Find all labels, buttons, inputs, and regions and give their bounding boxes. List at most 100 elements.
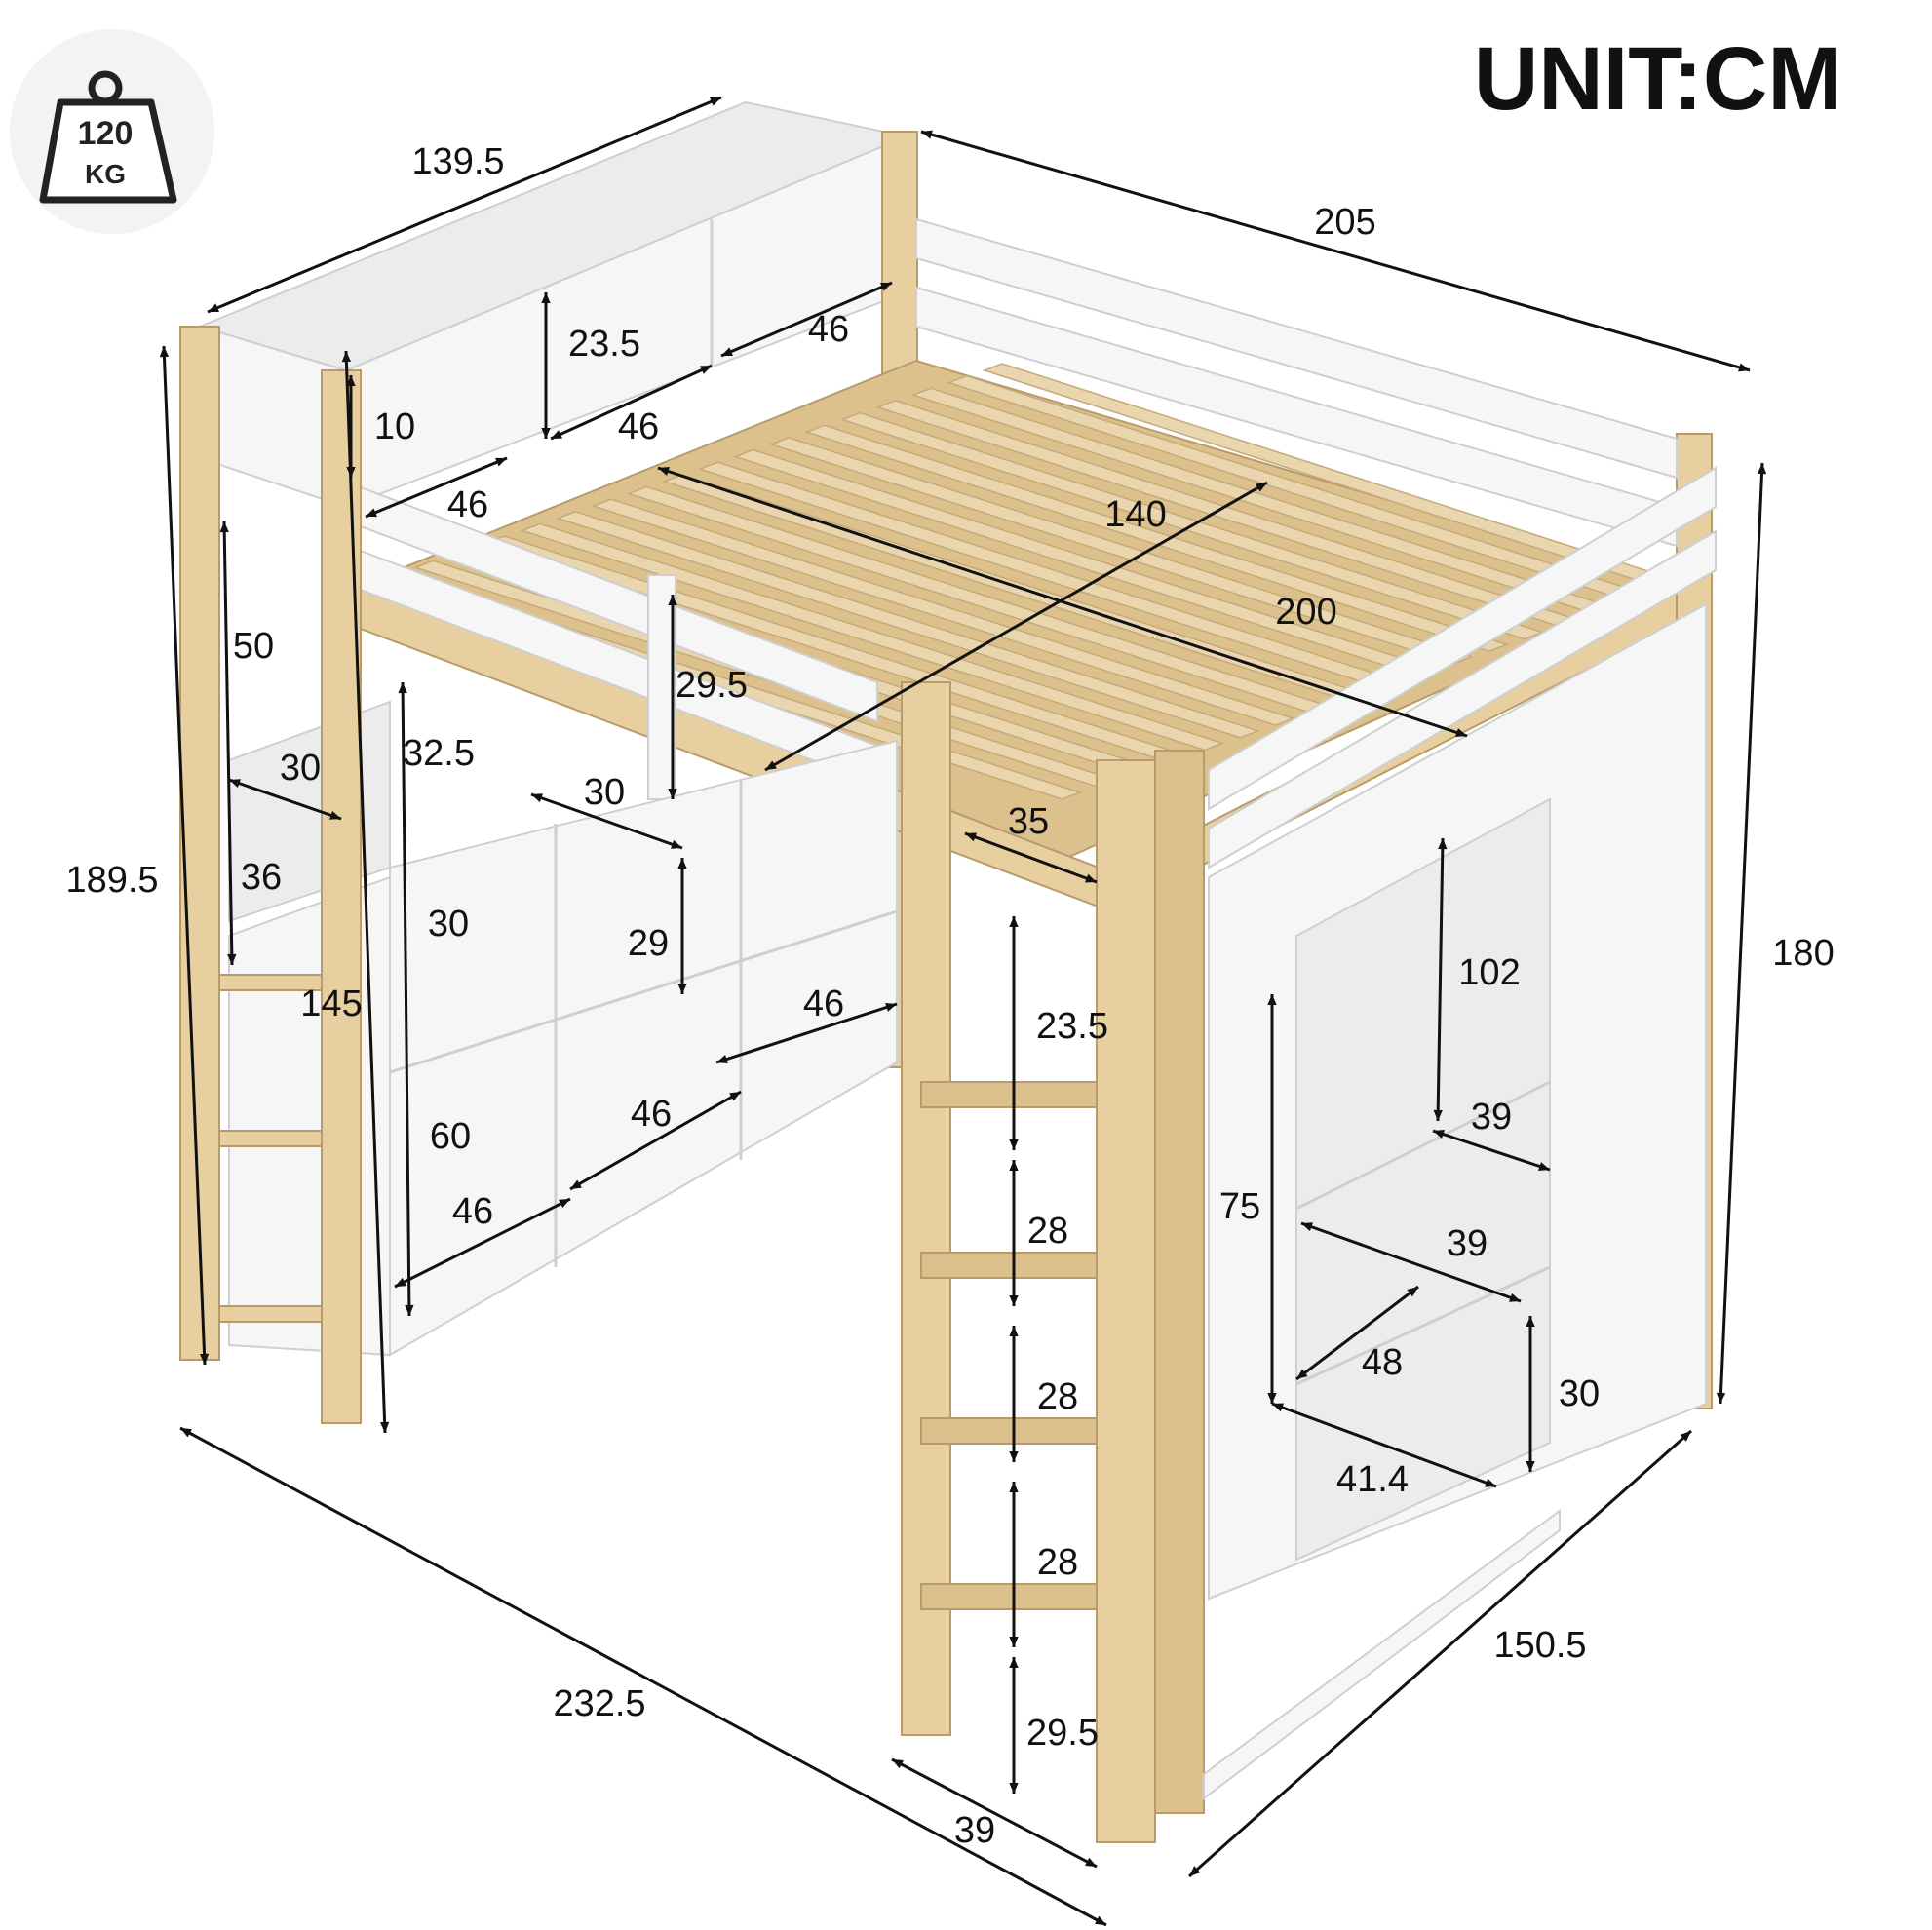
bed-slat (804, 424, 1509, 653)
dimension-arrowhead (700, 366, 712, 374)
dimension-line (920, 130, 1751, 372)
dimension-arrowhead (1095, 1915, 1106, 1925)
dim-mattress-width: 140 (1104, 494, 1166, 535)
dimension-arrowhead (1009, 1450, 1019, 1462)
dimension-arrowhead (729, 1092, 741, 1101)
dimension-arrowhead (1267, 994, 1277, 1006)
dimension-line (720, 281, 893, 358)
dimension-line (764, 481, 1268, 772)
post-front-right (1096, 759, 1156, 1843)
dimension-arrowhead (398, 682, 407, 694)
dimension-arrowhead (716, 1055, 728, 1064)
side-rung-3 (218, 1305, 323, 1323)
dimension-arrowhead (885, 1002, 897, 1012)
dimension-arrowhead (671, 839, 682, 849)
dimension-line (657, 466, 1468, 738)
dim-shelf-width-top-3: 46 (447, 484, 488, 525)
dimension-arrowhead (1009, 1139, 1019, 1150)
dimension-arrowhead (1296, 1369, 1308, 1379)
dimension-arrowhead (159, 346, 170, 358)
dim-cube-width-1: 46 (803, 984, 844, 1024)
dimension-arrowhead (346, 466, 356, 478)
dimension-arrowhead (229, 779, 241, 789)
bed-illustration (179, 100, 1717, 1843)
dim-shelf-height-mid: 30 (428, 904, 469, 945)
dimension-line (569, 1090, 742, 1191)
dimension-line (1719, 462, 1764, 1405)
dimension-arrowhead (199, 1353, 210, 1365)
dim-overall-width: 150.5 (1493, 1625, 1586, 1666)
bed-slat (520, 522, 1225, 752)
dimension-arrowhead (1085, 873, 1097, 883)
dimension-arrowhead (965, 832, 977, 842)
dimension-line (1432, 1129, 1551, 1172)
dimension-line (162, 345, 207, 1366)
dimension-arrowhead (721, 347, 733, 356)
dim-shelf-gap-left: 32.5 (403, 733, 475, 774)
dimension-arrowhead (1433, 1109, 1443, 1121)
post-front-left-inner (321, 369, 362, 1424)
dimension-line (228, 778, 342, 821)
dim-desk-depth: 48 (1362, 1342, 1403, 1383)
dimension-arrowhead (1680, 1431, 1691, 1442)
bed-slat (556, 510, 1260, 739)
dim-guard-rail: 29.5 (676, 665, 748, 706)
weight-unit: KG (85, 159, 126, 189)
dimension-arrowhead (1301, 1222, 1313, 1232)
dimension-line (1188, 1429, 1692, 1878)
dimension-arrowhead (341, 351, 352, 363)
dim-top-shelf-width: 139.5 (411, 141, 504, 182)
dimension-line (1300, 1221, 1522, 1303)
right-rail-1 (1208, 466, 1717, 811)
right-rail-2 (1208, 529, 1717, 869)
dimension-labels: 139.5 205 23.5 46 10 46 46 140 200 50 29… (65, 141, 1834, 1851)
dimension-arrowhead (495, 457, 507, 467)
dimension-arrowhead (1407, 1287, 1418, 1297)
dimension-arrowhead (1009, 1782, 1019, 1794)
dimension-line (550, 364, 713, 441)
dimension-arrowhead (1433, 1130, 1445, 1139)
dimension-arrowhead (1256, 482, 1267, 492)
dim-overall-height-right: 180 (1772, 933, 1834, 974)
dimension-arrowhead (1189, 1866, 1201, 1876)
side-rung-2 (218, 1130, 323, 1147)
dimension-arrowhead (180, 1428, 192, 1438)
dim-ladder-depth: 39 (954, 1810, 995, 1851)
dimension-arrowhead (710, 96, 721, 106)
dim-shelf-offset: 10 (374, 406, 415, 447)
dimension-line (207, 96, 722, 314)
dim-wardrobe-width: 39 (1471, 1097, 1512, 1138)
dim-shelf-depth-left: 30 (280, 748, 321, 789)
dimension-line (891, 1757, 1098, 1869)
dim-cube-height: 29 (628, 923, 669, 964)
dimension-arrowhead (677, 858, 687, 869)
dimension-arrowhead (570, 1179, 582, 1189)
dimension-arrowhead (1009, 1482, 1019, 1493)
dim-cube-lower-height: 60 (430, 1116, 471, 1157)
back-rail-1 (915, 217, 1678, 480)
dimension-arrowhead (1538, 1162, 1550, 1171)
dimension-arrowhead (1438, 838, 1448, 850)
dimension-arrowhead (346, 375, 356, 387)
dimension-line (344, 350, 387, 1434)
dimension-arrowhead (668, 788, 677, 799)
weight-value: 120 (78, 115, 134, 152)
dim-desk-width: 39 (1447, 1223, 1488, 1264)
dimension-arrowhead (227, 953, 237, 965)
unit-label: UNIT:CM (1474, 29, 1842, 129)
dim-desk-side: 30 (1559, 1373, 1600, 1414)
dim-cube-width-2: 46 (631, 1094, 672, 1135)
dimension-line (222, 521, 234, 966)
dimension-line (394, 1197, 571, 1289)
dimension-arrowhead (395, 1277, 406, 1287)
dimension-arrowhead (559, 1199, 570, 1209)
dimension-arrowhead (668, 595, 677, 606)
dimension-line (715, 1002, 898, 1064)
dimension-arrowhead (1455, 728, 1467, 737)
dimension-line (1295, 1285, 1419, 1381)
dimension-arrowhead (541, 427, 551, 439)
dimension-arrowhead (405, 1304, 414, 1316)
dimension-arrowhead (1757, 463, 1767, 475)
dimension-arrowhead (1509, 1293, 1521, 1302)
